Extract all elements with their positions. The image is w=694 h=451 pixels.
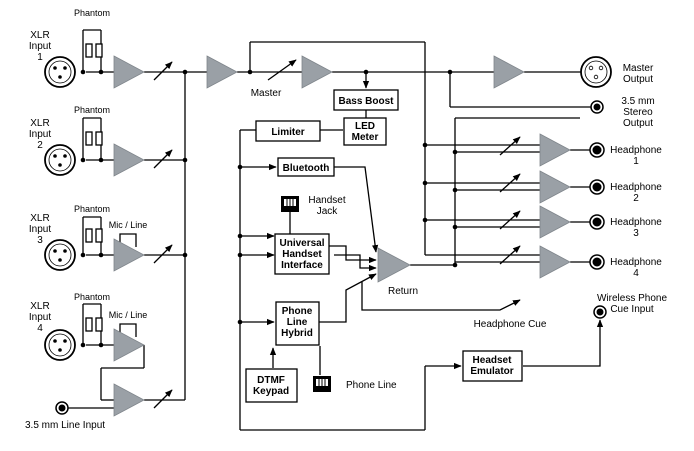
amp-line-input xyxy=(113,383,145,417)
dtmf-keypad-block xyxy=(245,368,298,403)
amplifiers xyxy=(113,55,571,417)
bluetooth-block xyxy=(277,157,335,177)
amp-mix xyxy=(206,55,238,89)
phantom-label-4: Phantom xyxy=(74,292,110,302)
return-label: Return xyxy=(388,286,418,297)
amp-master xyxy=(301,55,333,89)
xlr-connector-icons xyxy=(44,56,612,361)
headphone-jack-2-icon xyxy=(589,179,605,195)
phone-line-label: Phone Line xyxy=(346,380,397,391)
jack-icons xyxy=(55,100,607,415)
amp-headphone-1 xyxy=(539,133,571,167)
amp-input-2 xyxy=(113,143,145,177)
phone-line-hybrid-block xyxy=(275,301,320,346)
rj-jack-icons xyxy=(281,196,331,392)
phone-line-jack-icon xyxy=(313,376,331,392)
headphone-jack-4-icon xyxy=(589,254,605,270)
amp-input-3 xyxy=(113,238,145,272)
mic-line-label-3: Mic / Line xyxy=(109,220,148,230)
wires xyxy=(68,29,604,431)
led-meter-block xyxy=(343,117,387,146)
universal-handset-block xyxy=(274,233,330,275)
amp-input-4 xyxy=(113,328,145,362)
xlr-master-output-icon xyxy=(580,56,612,88)
bluetooth-text: Bluetooth xyxy=(283,163,330,174)
amp-master-out xyxy=(493,55,525,89)
line-input-jack-icon xyxy=(55,401,69,415)
headphone-jack-1-icon xyxy=(589,142,605,158)
amp-return xyxy=(377,247,411,283)
bass-boost-block xyxy=(333,89,399,111)
phantom-label-3: Phantom xyxy=(74,204,110,214)
stereo-output-jack-icon xyxy=(590,100,604,114)
handset-jack-icon xyxy=(281,196,299,212)
phantom-label-2: Phantom xyxy=(74,105,110,115)
phantom-label-1: Phantom xyxy=(74,8,110,18)
processing-blocks xyxy=(245,89,523,403)
amp-headphone-2 xyxy=(539,170,571,204)
line-input-label: 3.5 mm Line Input xyxy=(25,420,105,431)
xlr-input-4-icon xyxy=(44,329,76,361)
xlr-input-3-icon xyxy=(44,239,76,271)
volume-controls xyxy=(153,59,521,409)
limiter-text: Limiter xyxy=(271,127,304,138)
mic-line-label-4: Mic / Line xyxy=(109,310,148,320)
amp-input-1 xyxy=(113,55,145,89)
junctions xyxy=(80,69,458,348)
wireless-cue-jack-icon xyxy=(593,305,607,319)
headphone-jack-3-icon xyxy=(589,214,605,230)
bass-boost-text: Bass Boost xyxy=(338,96,394,107)
xlr-input-2-icon xyxy=(44,144,76,176)
limiter-block xyxy=(255,120,321,142)
headphone-cue-label: Headphone Cue xyxy=(474,319,547,330)
headset-emulator-block xyxy=(462,350,523,382)
xlr-input-1-icon xyxy=(44,56,76,88)
master-label: Master xyxy=(251,88,282,99)
phantom-circuits xyxy=(82,29,103,345)
amp-headphone-4 xyxy=(539,245,571,279)
amp-headphone-3 xyxy=(539,205,571,239)
